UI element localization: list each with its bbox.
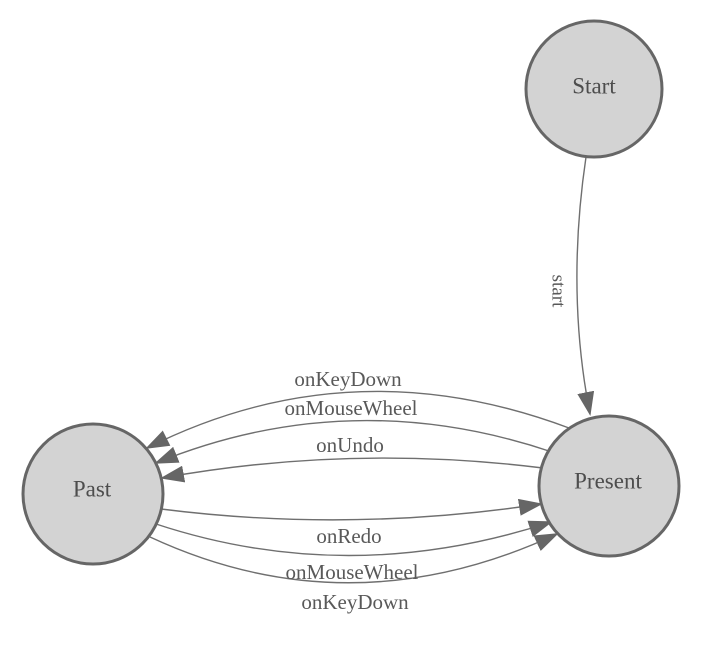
- state-node-past[interactable]: Past: [21, 422, 165, 566]
- edge-present-to-past-keydown[interactable]: [145, 390, 570, 449]
- state-node-start-label: Start: [572, 74, 616, 99]
- state-node-present-label: Present: [574, 469, 642, 494]
- edge-past-to-present-redo[interactable]: [160, 498, 543, 521]
- node-layer: Start Present Past: [21, 19, 681, 566]
- edge-past-to-present-keydown[interactable]: [149, 533, 559, 584]
- edge-present-to-past-mousewheel[interactable]: [154, 419, 553, 464]
- state-node-start-circle[interactable]: [524, 19, 664, 159]
- edge-past-to-present-mousewheel[interactable]: [155, 520, 553, 557]
- edge-layer: [145, 156, 595, 584]
- state-node-past-label: Past: [73, 477, 112, 502]
- edge-label-onredo: onRedo: [316, 524, 381, 548]
- state-node-present-circle[interactable]: [537, 414, 681, 558]
- edge-label-onkeydown-bottom: onKeyDown: [301, 590, 409, 614]
- state-node-past-circle[interactable]: [21, 422, 165, 566]
- edge-present-to-past-undo[interactable]: [160, 457, 544, 483]
- state-node-start[interactable]: Start: [524, 19, 664, 159]
- state-node-present[interactable]: Present: [537, 414, 681, 558]
- edge-label-onkeydown-top: onKeyDown: [294, 367, 402, 391]
- edge-label-layer: start onKeyDown onMouseWheel onUndo onRe…: [285, 275, 569, 614]
- edge-label-onundo: onUndo: [316, 433, 384, 457]
- edge-label-onmousewheel-top: onMouseWheel: [285, 396, 418, 420]
- edge-start-to-present[interactable]: [576, 156, 595, 416]
- edge-label-start: start: [548, 275, 569, 308]
- edge-label-onmousewheel-bottom: onMouseWheel: [286, 560, 419, 584]
